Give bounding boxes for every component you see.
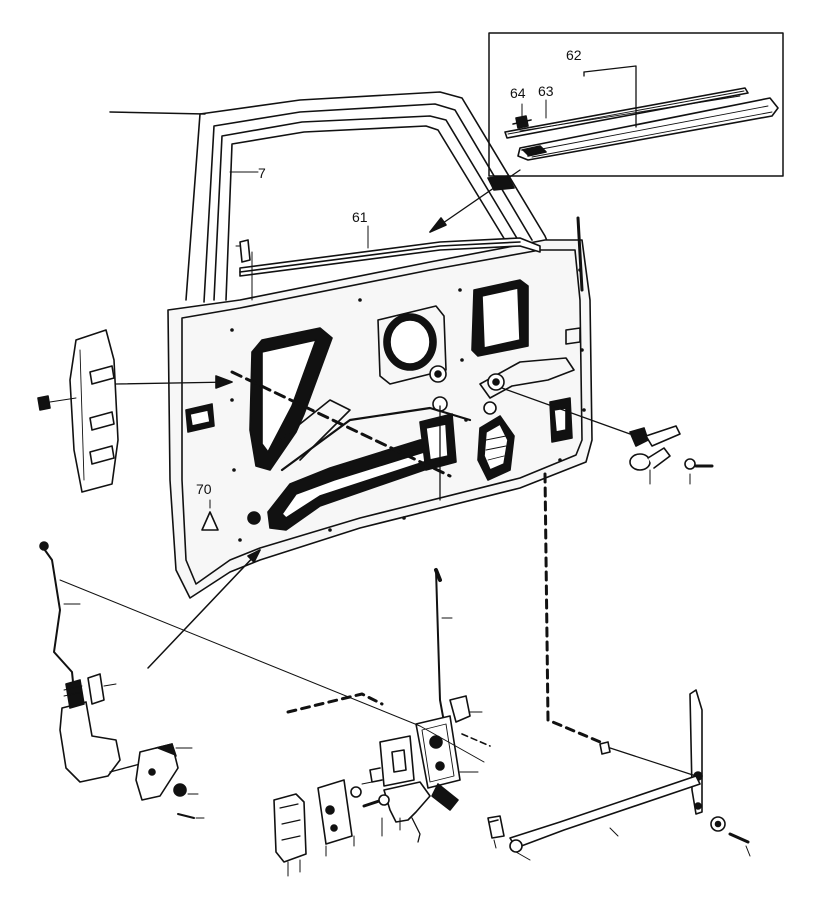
label-strip-63: 63 xyxy=(538,83,554,99)
door-window-frame xyxy=(185,91,551,303)
door-inner-panel xyxy=(167,237,593,599)
lock-rod-left xyxy=(39,541,81,693)
outer-belt-strip-upper xyxy=(504,87,749,139)
lock-bracket xyxy=(135,743,193,801)
outer-belt-strip-lower xyxy=(517,97,779,161)
door-latch-assembly xyxy=(415,695,491,811)
label-strip-clip: 64 xyxy=(510,85,526,101)
lock-link-bar xyxy=(509,775,701,861)
lock-plate xyxy=(317,779,373,845)
label-glass-seal: 7 xyxy=(258,165,266,181)
latch-lever xyxy=(383,781,431,843)
remote-control-bracket xyxy=(369,735,415,787)
strip-clip-part xyxy=(512,115,532,129)
label-inner-belt-strip: 61 xyxy=(352,209,368,225)
inset-box xyxy=(488,32,784,177)
exterior-lock-cylinder xyxy=(59,679,141,783)
window-regulator-handle xyxy=(629,425,681,485)
label-outer-strip-assembly: 62 xyxy=(566,47,582,63)
striker-plate xyxy=(273,793,307,877)
inner-handle-rod xyxy=(689,689,703,815)
label-door-panel: 70 xyxy=(196,481,212,497)
door-check-seal xyxy=(69,329,119,493)
